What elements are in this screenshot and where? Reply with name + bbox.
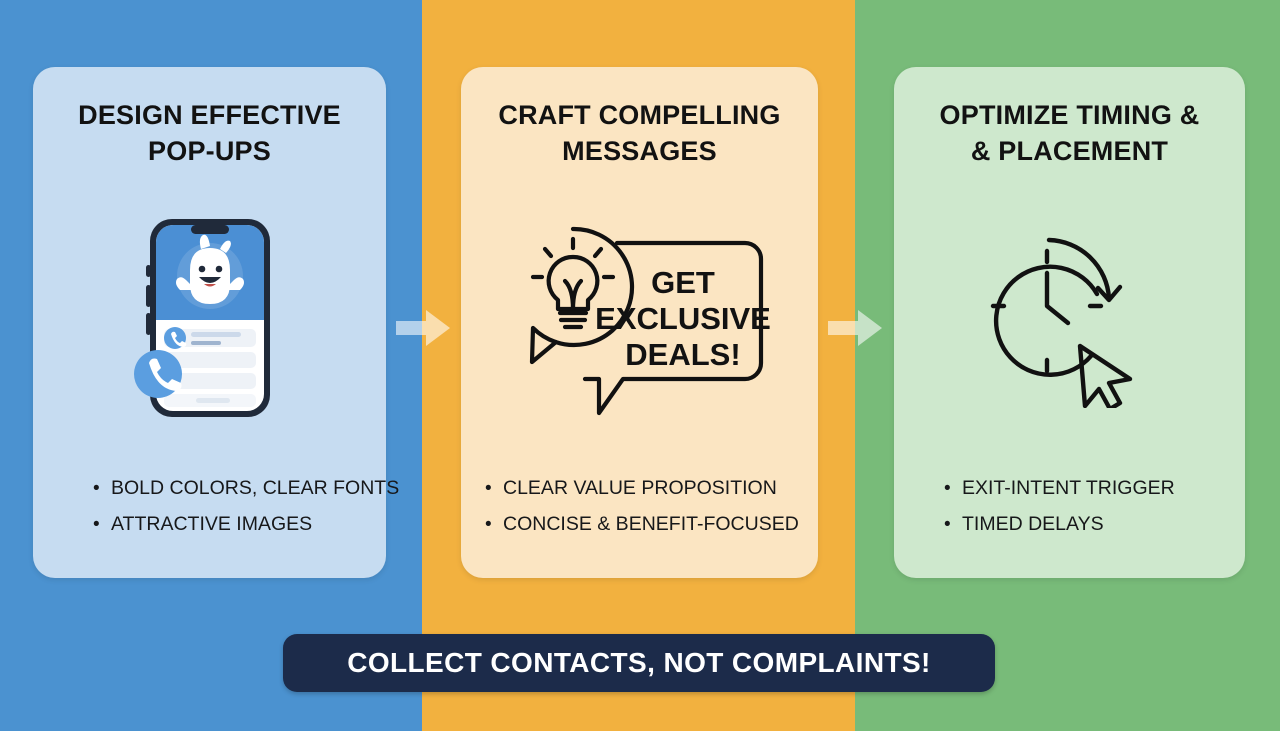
card-design-effective-popups: DESIGN EFFECTIVE POP-UPS (33, 67, 399, 578)
right-arrow-icon (828, 310, 882, 346)
card-1-artwork (33, 166, 386, 471)
smartphone-popup-icon (133, 219, 270, 418)
banner-text: COLLECT CONTACTS, NOT COMPLAINTS! (347, 647, 931, 678)
bullet-marker: • (944, 513, 951, 535)
card-optimize-timing-placement: OPTIMIZE TIMING & & PLACEMENT (894, 67, 1245, 578)
bullet-text: TIMED DELAYS (962, 512, 1104, 535)
bullet-marker: • (93, 478, 100, 500)
card-1-bullet-list: • BOLD COLORS, CLEAR FONTS • ATTRACTIVE … (33, 471, 399, 578)
bullet-text: BOLD COLORS, CLEAR FONTS (111, 477, 400, 500)
bullet-text: ATTRACTIVE IMAGES (111, 512, 313, 535)
card-2-title: CRAFT COMPELLING MESSAGES (472, 98, 808, 170)
card-2-artwork: GET EXCLUSIVE DEALS! (461, 166, 818, 471)
bullet-marker: • (485, 478, 492, 500)
card-1-title: DESIGN EFFECTIVE POP-UPS (44, 98, 376, 170)
bottom-banner: COLLECT CONTACTS, NOT COMPLAINTS! (283, 634, 995, 692)
card-3-title-line-1: OPTIMIZE TIMING & (939, 100, 1200, 130)
arrow-step-1-to-2 (396, 306, 452, 355)
bubble-line-1: GET (651, 265, 715, 300)
card-craft-compelling-messages: CRAFT COMPELLING MESSAGES (461, 67, 818, 578)
list-item: • EXIT-INTENT TRIGGER (944, 471, 1175, 506)
bullet-marker: • (485, 513, 492, 535)
card-1-title-line-1: DESIGN EFFECTIVE (78, 100, 341, 130)
card-2-title-line-2: MESSAGES (562, 135, 717, 166)
bullet-marker: • (93, 513, 100, 535)
bullet-text: CLEAR VALUE PROPOSITION (503, 477, 777, 500)
bubble-line-2: EXCLUSIVE (595, 301, 771, 336)
card-2-title-line-1: CRAFT COMPELLING (498, 100, 781, 130)
card-3-title-line-2: & PLACEMENT (970, 135, 1169, 166)
bullet-text: EXIT-INTENT TRIGGER (962, 477, 1175, 500)
arrow-step-2-to-3 (828, 306, 884, 355)
bubble-line-3: DEALS! (625, 337, 740, 372)
card-3-title: OPTIMIZE TIMING & & PLACEMENT (905, 98, 1235, 170)
right-arrow-icon (396, 310, 450, 346)
card-1-title-line-2: POP-UPS (148, 135, 271, 166)
card-2-bullet-list: • CLEAR VALUE PROPOSITION • CONCISE & BE… (461, 471, 818, 578)
bullet-text: CONCISE & BENEFIT-FOCUSED (503, 512, 799, 535)
list-item: • CONCISE & BENEFIT-FOCUSED (485, 507, 799, 542)
lightbulb-speech-bubble-icon: GET EXCLUSIVE DEALS! (529, 226, 771, 416)
bullet-marker: • (944, 478, 951, 500)
card-3-bullet-list: • EXIT-INTENT TRIGGER • TIMED DELAYS (894, 471, 1245, 578)
list-item: • BOLD COLORS, CLEAR FONTS (93, 471, 399, 506)
card-3-artwork (894, 166, 1245, 471)
list-item: • CLEAR VALUE PROPOSITION (485, 471, 777, 506)
clock-cursor-icon (990, 238, 1132, 409)
list-item: • TIMED DELAYS (944, 507, 1104, 542)
list-item: • ATTRACTIVE IMAGES (93, 507, 312, 542)
